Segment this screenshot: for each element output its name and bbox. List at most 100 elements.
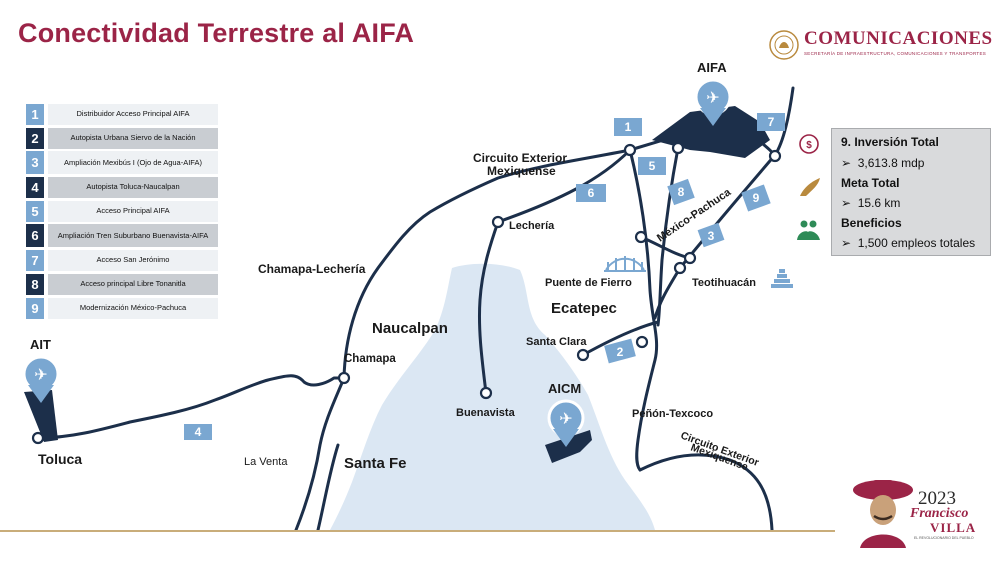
legend-item: 6 Ampliación Tren Suburbano Buenavista-A… xyxy=(26,224,218,248)
goal-value: 15.6 km xyxy=(857,196,901,210)
ait-pin: ✈ xyxy=(22,355,60,403)
marker-bg-2 xyxy=(604,338,636,364)
legend-number: 1 xyxy=(26,104,44,125)
goal-value-row: ➢ 15.6 km xyxy=(841,196,900,210)
svg-text:$: $ xyxy=(806,140,812,151)
legend-label: Modernización México-Pachuca xyxy=(48,297,218,319)
badge-surname: VILLA xyxy=(930,520,977,535)
label-toluca: Toluca xyxy=(38,451,82,467)
valley-water-area xyxy=(330,263,655,530)
marker-bg-9 xyxy=(741,184,771,212)
coat-of-arms-icon xyxy=(769,30,799,60)
legend-number: 4 xyxy=(26,177,44,199)
bridge-icon xyxy=(604,256,646,272)
label-naucalpan: Naucalpan xyxy=(372,320,448,337)
marker-6: 6 xyxy=(588,186,595,200)
benefits-heading: Beneficios xyxy=(841,216,902,230)
legend-item: 9 Modernización México-Pachuca xyxy=(26,297,218,319)
legend-panel: 1 Distribuidor Acceso Principal AIFA 2 A… xyxy=(26,104,218,321)
aifa-pin: ✈ xyxy=(694,78,732,126)
bullet-arrow-icon: ➢ xyxy=(841,156,852,170)
ait-airport-area xyxy=(24,390,58,442)
legend-number: 6 xyxy=(26,224,44,248)
label-aicm: AICM xyxy=(548,381,581,396)
legend-label: Acceso Principal AIFA xyxy=(48,200,218,222)
aicm-airport-area xyxy=(545,430,592,463)
node-san-jeronimo xyxy=(768,149,782,163)
investment-value-row: ➢ 3,613.8 mdp xyxy=(841,156,924,170)
road-chamapa-lecheria xyxy=(342,148,632,380)
road-icon xyxy=(800,178,820,196)
marker-2: 2 xyxy=(617,345,624,359)
marker-bg-6 xyxy=(576,184,606,202)
label-puente-de-fierro: Puente de Fierro xyxy=(545,277,632,289)
label-lecheria: Lechería xyxy=(509,220,555,232)
road-santa-fe xyxy=(316,443,340,532)
bullet-arrow-icon: ➢ xyxy=(841,236,852,250)
money-bag-icon: $ xyxy=(799,134,819,154)
marker-7: 7 xyxy=(768,115,775,129)
label-santa-clara: Santa Clara xyxy=(526,336,587,348)
road-penon-texcoco xyxy=(638,453,774,532)
logo-title: COMUNICACIONES xyxy=(804,28,993,49)
node-lecheria xyxy=(491,215,505,229)
marker-bg-5 xyxy=(638,157,666,175)
benefits-value-row: ➢ 1,500 empleos totales xyxy=(841,236,975,250)
aicm-pin: ✈ xyxy=(547,399,585,447)
legend-label: Distribuidor Acceso Principal AIFA xyxy=(48,104,218,125)
marker-3: 3 xyxy=(708,229,715,243)
node-siervo xyxy=(576,348,590,362)
label-aifa: AIFA xyxy=(697,60,727,75)
marker-bg-7 xyxy=(757,113,785,131)
legend-item: 7 Acceso San Jerónimo xyxy=(26,250,218,272)
legend-number: 3 xyxy=(26,151,44,175)
marker-bg-1 xyxy=(614,118,642,136)
road-lecheria-link xyxy=(496,148,632,224)
badge-name: Francisco xyxy=(910,506,969,521)
road-toluca-naucalpan xyxy=(36,374,346,440)
legend-label: Ampliación Tren Suburbano Buenavista-AIF… xyxy=(48,224,218,248)
label-circuito-exterior: Circuito Exterior xyxy=(473,151,567,165)
legend-number: 2 xyxy=(26,127,44,149)
francisco-villa-badge: 2023 Francisco VILLA EL REVOLUCIONARIO D… xyxy=(850,470,990,550)
legend-number: 8 xyxy=(26,273,44,295)
node-aifa-south xyxy=(671,141,685,155)
sict-logo: COMUNICACIONES SECRETARÍA DE INFRAESTRUC… xyxy=(768,26,992,66)
investment-heading: 9. Inversión Total xyxy=(841,135,939,149)
road-lecheria-buenavista xyxy=(477,220,500,395)
legend-number: 5 xyxy=(26,200,44,222)
legend-item: 5 Acceso Principal AIFA xyxy=(26,200,218,222)
logo-subtitle: SECRETARÍA DE INFRAESTRUCTURA, COMUNICAC… xyxy=(804,51,987,56)
label-santa-fe: Santa Fe xyxy=(344,455,407,472)
label-penon-texcoco: Peñón-Texcoco xyxy=(632,408,713,420)
marker-9: 9 xyxy=(753,191,760,205)
legend-item: 2 Autopista Urbana Siervo de la Nación xyxy=(26,127,218,149)
node-teotihuacan-2 xyxy=(673,261,687,275)
people-icon xyxy=(797,220,820,240)
airplane-icon: ✈ xyxy=(706,90,719,107)
legend-item: 4 Autopista Toluca-Naucalpan xyxy=(26,177,218,199)
label-buenavista: Buenavista xyxy=(456,407,516,419)
legend-label: Autopista Urbana Siervo de la Nación xyxy=(48,127,218,149)
road-mexico-pachuca xyxy=(628,148,659,472)
legend-item: 1 Distribuidor Acceso Principal AIFA xyxy=(26,104,218,125)
label-la-venta: La Venta xyxy=(244,456,288,468)
node-teotihuacan-1 xyxy=(683,251,697,265)
marker-bg-3 xyxy=(697,222,725,248)
legend-number: 9 xyxy=(26,297,44,319)
benefits-value: 1,500 empleos totales xyxy=(857,236,976,250)
label-teotihuacan: Teotihuacán xyxy=(692,277,756,289)
marker-bg-4 xyxy=(184,424,212,440)
legend-label: Acceso San Jerónimo xyxy=(48,250,218,272)
page-title: Conectividad Terrestre al AIFA xyxy=(18,18,415,48)
airplane-icon: ✈ xyxy=(34,367,47,384)
legend-item: 3 Ampliación Mexibús I (Ojo de Agua-AIFA… xyxy=(26,151,218,175)
investment-value: 3,613.8 mdp xyxy=(857,156,925,170)
marker-5: 5 xyxy=(649,159,656,173)
investment-info-panel: 9. Inversión Total ➢ 3,613.8 mdp Meta To… xyxy=(831,128,991,256)
badge-caption: EL REVOLUCIONARIO DEL PUEBLO xyxy=(914,536,974,540)
portrait-emblem-icon xyxy=(853,480,913,548)
label-ait: AIT xyxy=(30,337,51,352)
goal-heading: Meta Total xyxy=(841,176,900,190)
legend-item: 8 Acceso principal Libre Tonanitla xyxy=(26,273,218,295)
